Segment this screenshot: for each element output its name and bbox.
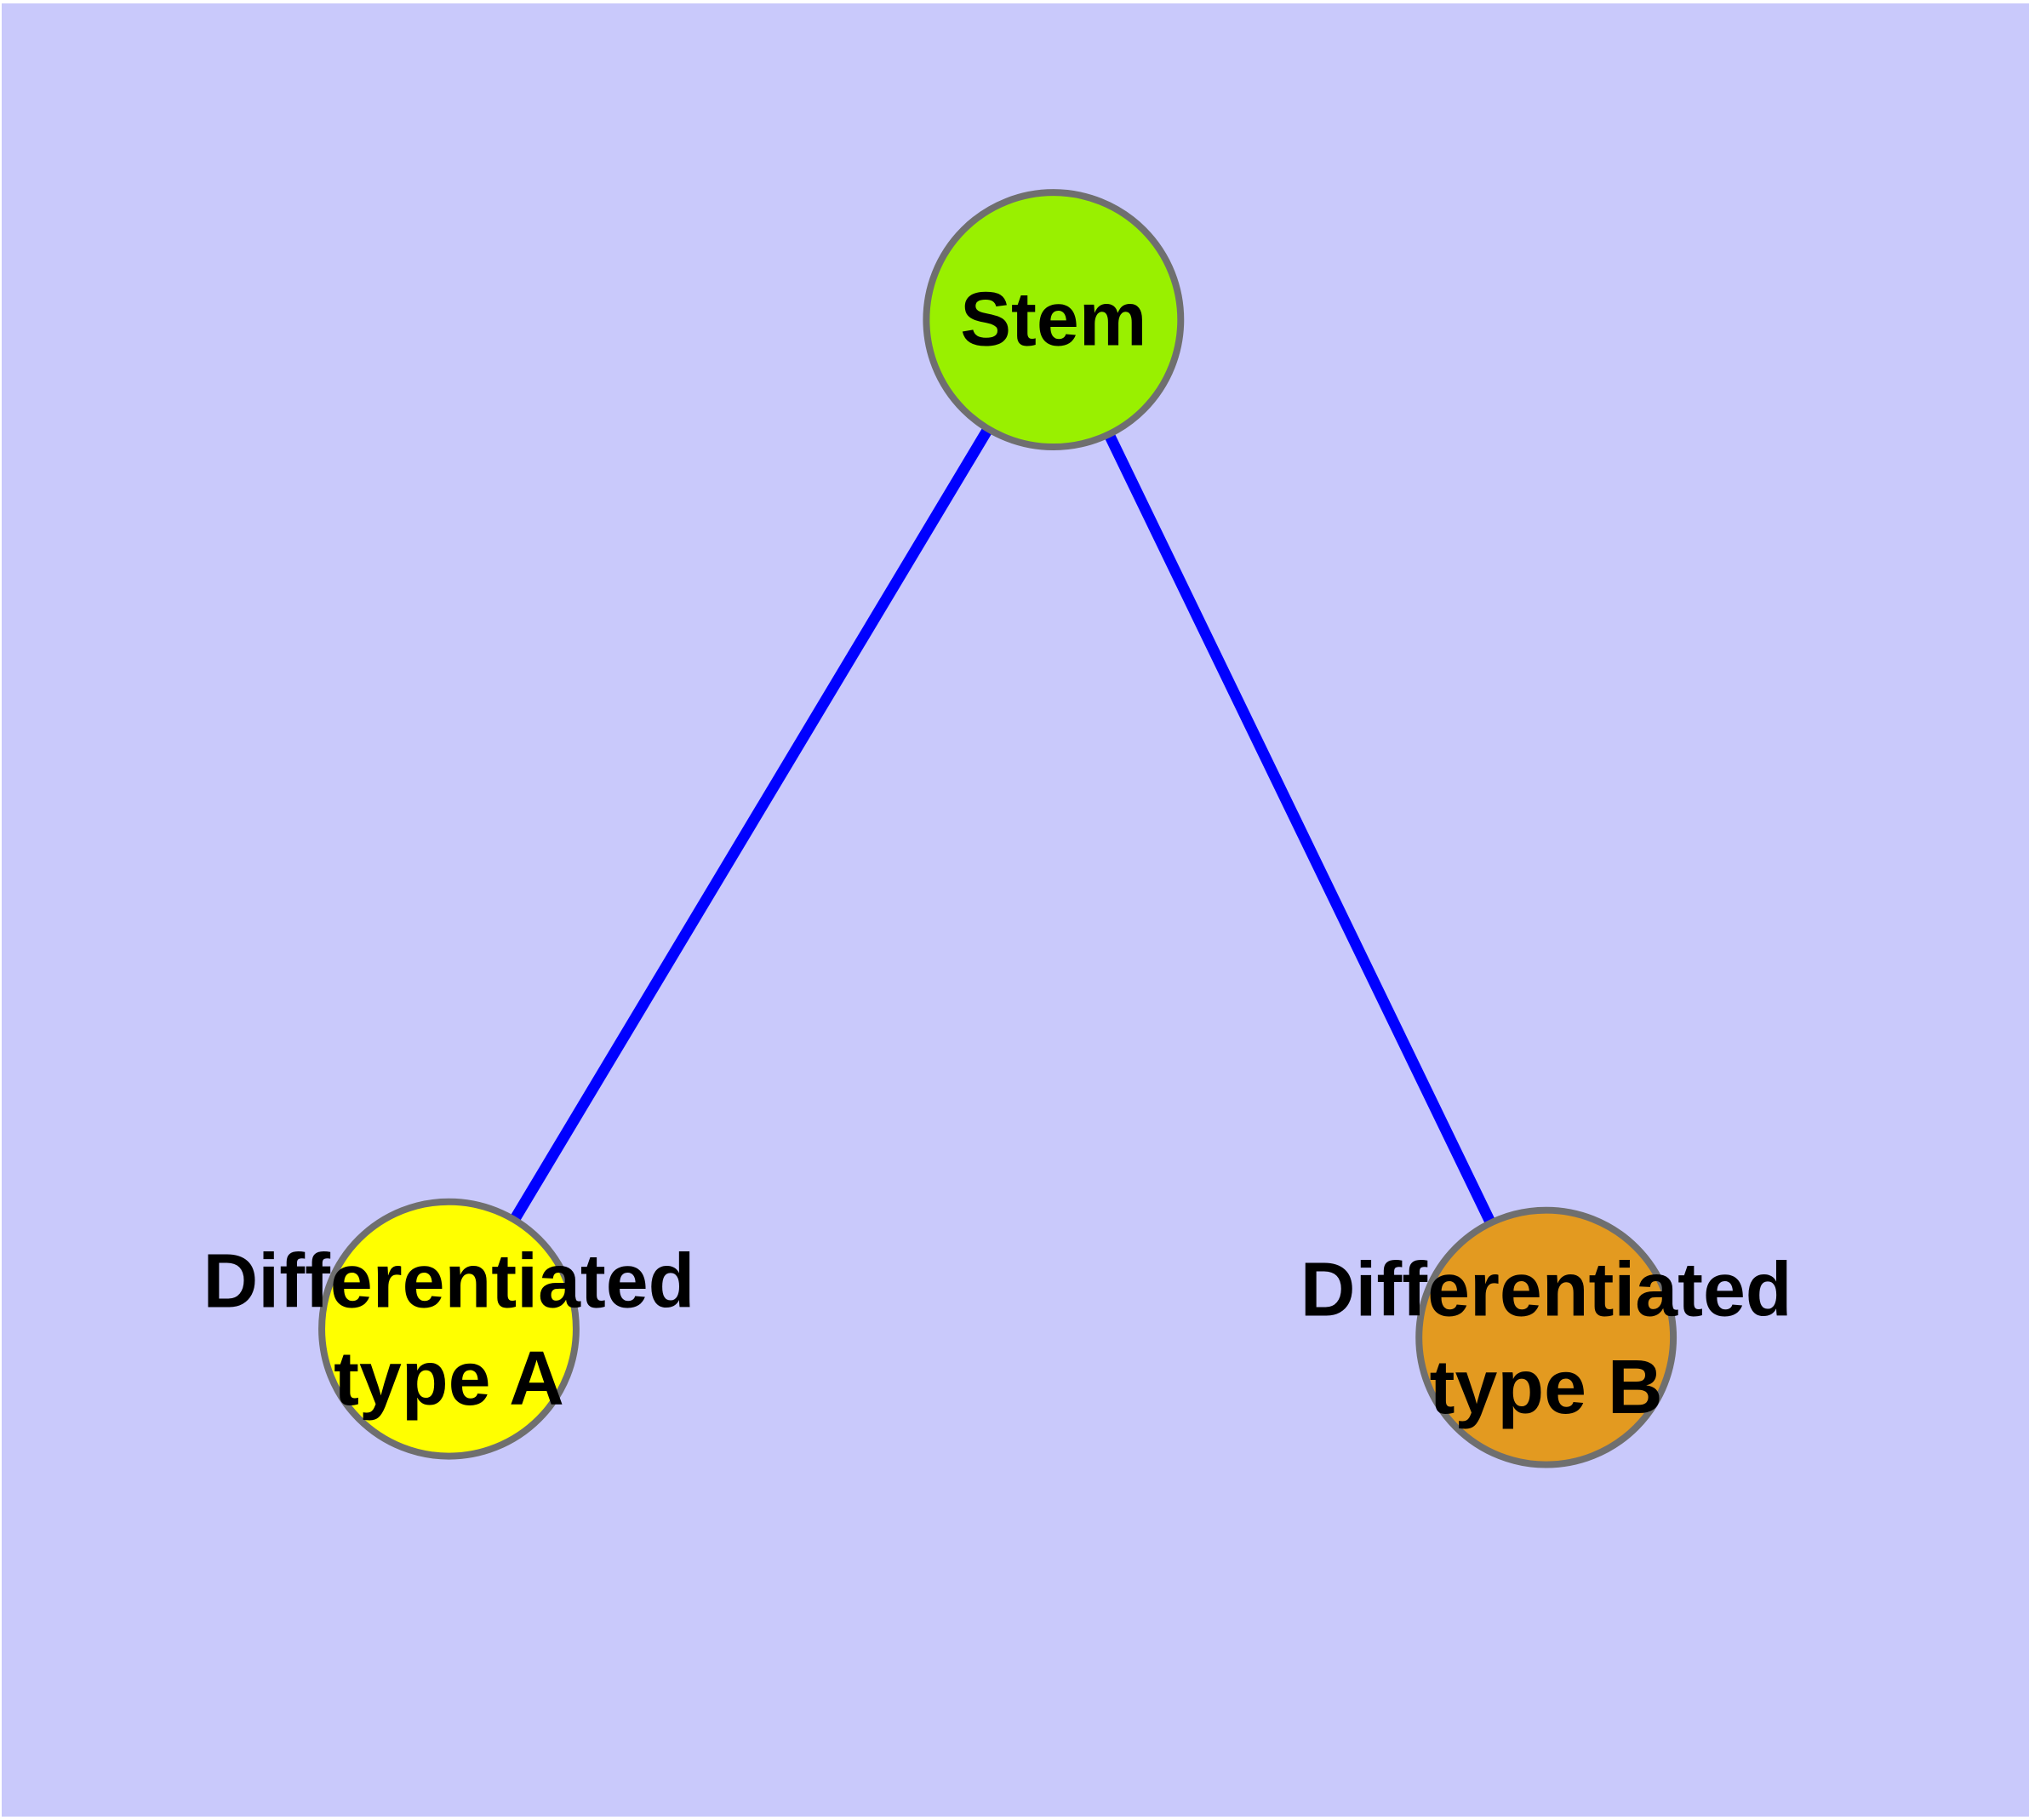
graph-svg: Stem Differentiated type A Differentiate… bbox=[203, 189, 1792, 1468]
edge-stem-to-type-a bbox=[443, 317, 1059, 1332]
node-differentiated-type-b bbox=[1415, 1206, 1677, 1468]
node-type-b-label-line2: type B bbox=[1430, 1345, 1663, 1430]
node-type-a-label-line1: Differentiated bbox=[203, 1239, 695, 1324]
node-type-a-label-line2: type A bbox=[334, 1336, 564, 1422]
node-type-b-label-line1: Differentiated bbox=[1300, 1247, 1792, 1332]
node-stem bbox=[923, 189, 1185, 451]
edge-stem-to-type-b bbox=[1049, 317, 1552, 1340]
node-differentiated-type-a bbox=[318, 1198, 580, 1460]
node-stem-label: Stem bbox=[960, 278, 1146, 363]
